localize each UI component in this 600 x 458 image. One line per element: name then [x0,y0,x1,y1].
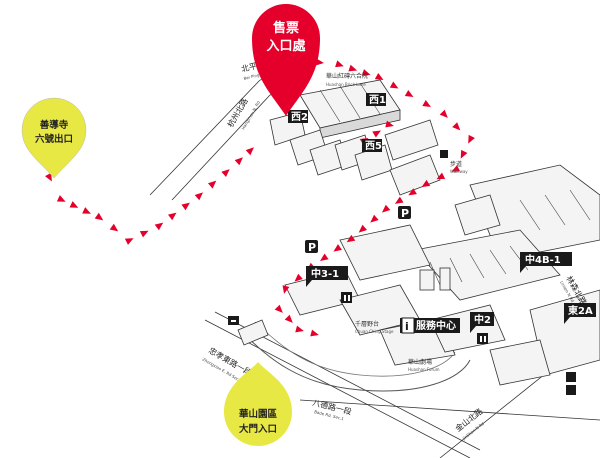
walkway-curve-inner [254,321,456,377]
place-forum-en: Huashan Forum [408,367,440,372]
scooter-parking-icon: P [305,240,318,254]
place-forum-zh: 華山劇場 [408,358,432,366]
pin-shandao-exit[interactable]: 善導寺 六號出口 [21,97,87,179]
pin-shandao-line1: 善導寺 [40,119,69,131]
pin-main-gate-line1: 華山園區 [239,408,278,420]
route-arrow-icon [361,69,371,76]
route-arrow-icon [422,99,431,107]
zhongxiao-building [237,319,269,346]
route-arrow-icon [194,192,204,201]
route-arrow-icon [284,314,293,323]
pin-ticket-entrance[interactable]: 售票 入口處 [252,4,320,116]
walkway-curve [239,329,471,392]
zone-west1: 西1 [369,94,386,106]
route-arrow-icon [139,230,149,238]
route-arrow-icon [370,214,379,223]
route-arrow-icon [274,304,283,313]
place-walkway-zh: 步道 [450,160,462,168]
place-labels: 華山紅磚六合院 Huashan Brick Lane 千層野台 Chuan Ch… [326,72,468,372]
zone-west2: 西2 [291,111,308,123]
svg-text:P: P [308,241,316,254]
place-chuan-ching-en: Chuan Ching Stage [355,329,394,334]
west-buildings [269,79,441,196]
route-arrow-icon [372,130,381,138]
route-arrow-icon [294,273,303,282]
route-arrow-icon [389,81,399,89]
route-arrow-icon [124,238,134,245]
parking-icon: P [398,206,411,220]
route-arrow-icon [408,188,417,196]
route-arrow-icon [82,207,91,214]
route-arrow-icon [404,89,414,97]
route-arrow-icon [295,325,304,333]
zone-mid3-1: 中3-1 [311,267,339,280]
route-arrow-icon [346,234,356,243]
place-chuan-ching-zh: 千層野台 [355,320,379,328]
ramp-icon [228,316,239,325]
route-arrow-icon [154,222,164,231]
route-arrow-icon [315,58,324,66]
map-icons: P P i [228,150,576,395]
info-icon: i [401,317,415,334]
zone-mid4b-1: 中4B-1 [525,253,561,266]
route-arrow-icon [468,134,475,144]
route-arrow-icon [221,169,230,177]
route-arrow-icon [320,253,329,261]
route-arrow-icon [181,202,190,211]
pin-ticket-line2: 入口處 [266,38,306,54]
svg-text:P: P [401,207,409,220]
route-arrow-icon [207,180,217,189]
route-arrow-icon [358,224,368,233]
route-arrow-icon [167,212,177,221]
route-arrow-icon [385,120,394,128]
place-brick-lane-en: Huashan Brick Lane [326,82,366,87]
route-arrow-icon [436,172,446,180]
route-arrow-icon [394,196,404,204]
route-arrow-icon [452,122,461,131]
route-arrow-icon [109,223,119,232]
pin-ticket-line1: 售票 [273,20,299,36]
zone-east2a: 東2A [568,304,593,317]
bus-icon [566,372,576,395]
zone-west5: 西5 [365,140,382,152]
route-arrow-icon [439,109,448,118]
zone-mid2: 中2 [474,313,491,326]
route-arrow-icon [94,212,104,221]
route-arrow-icon [56,195,66,202]
route-arrow-icon [282,285,290,294]
road-beiping-en: Bei Ping E. Rd [243,69,272,81]
place-walkway-en: Walkway [450,169,468,174]
zone-labels: 西1 西2 西5 中3-1 中4B-1 中2 東2A 服務中心 [288,93,596,333]
route-arrow-icon [381,204,391,213]
route-arrows [45,56,475,337]
route-arrow-icon [421,179,431,188]
route-arrow-icon [348,64,358,72]
route-arrow-icon [45,172,52,182]
route-arrow-icon [310,329,319,337]
route-arrow-icon [245,147,254,156]
route-arrow-icon [335,60,344,68]
route-arrow-icon [69,201,79,208]
svg-text:i: i [405,320,409,333]
route-arrow-icon [333,244,342,252]
route-arrow-icon [451,165,461,172]
route-arrow-icon [234,157,243,166]
place-brick-lane-zh: 華山紅磚六合院 [326,72,368,80]
route-arrow-icon [460,149,468,159]
restroom-icon [341,292,352,303]
zone-service-center: 服務中心 [416,319,456,332]
walkway-icon [440,150,448,158]
restroom-icon [477,333,488,344]
route-arrow-icon [374,72,384,80]
pin-main-gate-line2: 大門入口 [239,423,277,435]
central-buildings [284,164,600,386]
pin-main-gate[interactable]: 華山園區 大門入口 [223,362,293,447]
pin-shandao-line2: 六號出口 [35,133,73,145]
